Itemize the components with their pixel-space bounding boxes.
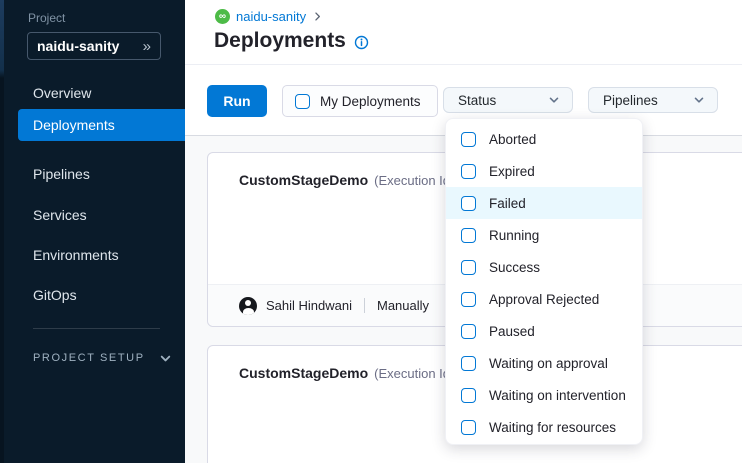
trigger-type: Manually [377, 298, 430, 313]
pipelines-filter-dropdown[interactable]: Pipelines [588, 87, 718, 113]
module-rail [0, 0, 4, 463]
status-option-waiting-on-intervention[interactable]: Waiting on intervention [446, 379, 642, 411]
status-option-label: Expired [489, 163, 535, 179]
status-filter-dropdown[interactable]: Status [443, 87, 573, 113]
sidebar-item-overview[interactable]: Overview [33, 85, 92, 101]
checkbox-icon[interactable] [461, 227, 476, 243]
checkbox-icon[interactable] [461, 355, 476, 371]
sidebar-item-gitops[interactable]: GitOps [33, 287, 77, 303]
status-option-failed[interactable]: Failed [446, 187, 642, 219]
info-icon[interactable] [354, 35, 369, 50]
pipeline-name: CustomStageDemo [239, 172, 369, 188]
user-avatar-icon [239, 296, 257, 315]
sidebar-divider [33, 328, 160, 329]
status-option-waiting-on-approval[interactable]: Waiting on approval [446, 347, 642, 379]
pipelines-filter-label: Pipelines [603, 92, 658, 108]
chevron-right-icon [312, 11, 323, 22]
pipeline-name: CustomStageDemo [239, 365, 369, 381]
checkbox-icon[interactable] [461, 387, 476, 403]
status-option-waiting-for-resources[interactable]: Waiting for resources [446, 411, 642, 443]
status-option-label: Success [489, 259, 541, 275]
status-option-paused[interactable]: Paused [446, 315, 642, 347]
status-filter-menu: Aborted Expired Failed Running Success A… [445, 118, 643, 445]
chevron-double-right-icon: » [142, 37, 151, 55]
my-deployments-label: My Deployments [320, 93, 421, 109]
checkbox-icon[interactable] [295, 93, 310, 109]
breadcrumb: ∞ naidu-sanity [215, 9, 323, 24]
chevron-down-icon [694, 97, 704, 103]
status-option-running[interactable]: Running [446, 219, 642, 251]
my-deployments-filter[interactable]: My Deployments [282, 85, 438, 117]
project-setup-toggle[interactable]: PROJECT SETUP [33, 348, 172, 368]
status-option-approval-rejected[interactable]: Approval Rejected [446, 283, 642, 315]
status-option-label: Running [489, 227, 540, 243]
sidebar-item-deployments[interactable]: Deployments [18, 109, 185, 141]
execution-title: CustomStageDemo (Execution Id [239, 170, 450, 191]
project-name: naidu-sanity [37, 38, 120, 54]
checkbox-icon[interactable] [461, 259, 476, 275]
status-option-aborted[interactable]: Aborted [446, 123, 642, 155]
status-option-label: Waiting on approval [489, 355, 608, 371]
status-option-label: Waiting on intervention [489, 387, 626, 403]
project-setup-label: PROJECT SETUP [33, 352, 145, 364]
status-option-success[interactable]: Success [446, 251, 642, 283]
status-filter-label: Status [458, 92, 497, 108]
checkbox-icon[interactable] [461, 195, 476, 211]
execution-id-text: (Execution Id [374, 173, 451, 188]
page-title: Deployments [214, 29, 346, 52]
sidebar-item-services[interactable]: Services [33, 207, 87, 223]
status-option-label: Approval Rejected [489, 291, 600, 307]
page-header: ∞ naidu-sanity Deployments [185, 0, 742, 65]
sidebar-item-pipelines[interactable]: Pipelines [33, 166, 90, 182]
project-label: Project [28, 11, 66, 25]
checkbox-icon[interactable] [461, 419, 476, 435]
status-option-label: Aborted [489, 131, 537, 147]
checkbox-icon[interactable] [461, 131, 476, 147]
status-option-label: Waiting for resources [489, 419, 617, 435]
checkbox-icon[interactable] [461, 163, 476, 179]
chevron-down-icon [159, 352, 172, 365]
footer-divider [364, 298, 365, 313]
run-button[interactable]: Run [207, 85, 267, 117]
status-option-expired[interactable]: Expired [446, 155, 642, 187]
status-option-label: Paused [489, 323, 535, 339]
execution-id-text: (Execution Id [374, 366, 451, 381]
sidebar-item-environments[interactable]: Environments [33, 247, 119, 263]
breadcrumb-project-link[interactable]: naidu-sanity [236, 9, 307, 24]
cd-module-icon: ∞ [215, 9, 230, 24]
chevron-down-icon [549, 97, 559, 103]
status-option-label: Failed [489, 195, 526, 211]
project-switcher[interactable]: naidu-sanity » [27, 32, 161, 60]
execution-title: CustomStageDemo (Execution Id [239, 363, 450, 384]
checkbox-icon[interactable] [461, 323, 476, 339]
triggered-by-name: Sahil Hindwani [266, 298, 352, 313]
project-sidebar: Project naidu-sanity » Overview Deployme… [0, 0, 185, 463]
checkbox-icon[interactable] [461, 291, 476, 307]
